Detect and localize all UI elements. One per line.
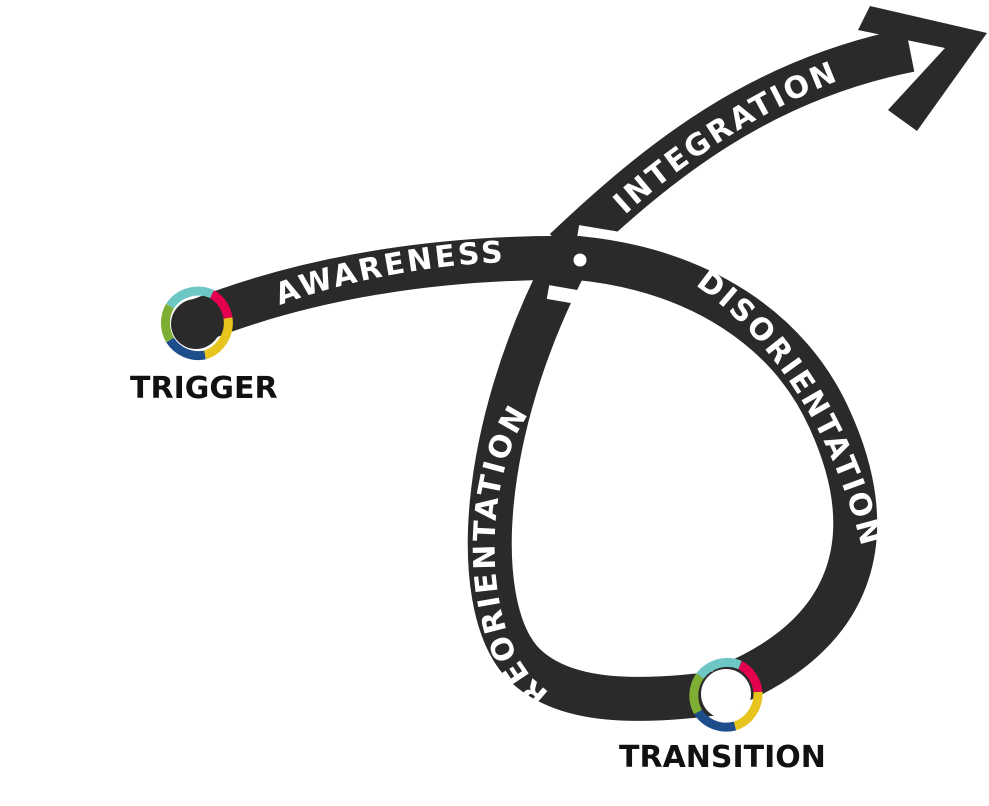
integration-arrowhead [858, 6, 987, 131]
transition-label: TRANSITION [619, 740, 826, 775]
disorientation-path [556, 236, 878, 707]
crossing-gap-integration [576, 225, 628, 247]
trigger-ring-icon [160, 286, 233, 361]
crossing-dot [573, 253, 587, 267]
trigger-center [171, 299, 221, 349]
transition-node [689, 657, 763, 732]
integration-path [549, 28, 915, 266]
awareness-path [186, 235, 581, 343]
trigger-label: TRIGGER [130, 371, 278, 406]
stage-label-disorientation: DISORIENTATION [690, 263, 888, 551]
trigger-node [160, 286, 233, 361]
stage-label-integration: INTEGRATION [607, 55, 844, 221]
transition-center [701, 669, 751, 719]
transition-ring-icon [689, 657, 763, 732]
crossing-gap-reorientation [546, 285, 596, 307]
reorientation-path [467, 254, 744, 721]
